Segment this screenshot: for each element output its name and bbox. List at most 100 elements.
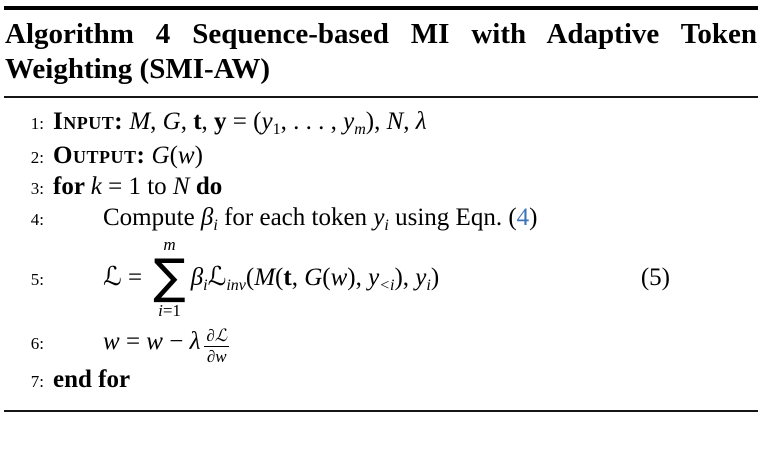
sum-index: i — [158, 301, 163, 320]
algorithm-line: 1: Input: M, G, t, y = (y1, . . . , ym), … — [18, 108, 758, 139]
text-fragment: y — [343, 108, 355, 135]
text-fragment: 1 — [272, 121, 281, 138]
text-fragment: y — [373, 204, 385, 231]
text-fragment: = 1 to — [101, 173, 173, 200]
text-fragment: Compute — [103, 204, 201, 231]
text-fragment: Output: — [53, 142, 146, 169]
eqn-ref-link[interactable]: 4 — [516, 204, 530, 231]
text-fragment: ) — [430, 264, 440, 292]
text-fragment: ), — [347, 264, 369, 292]
algorithm-caption-line1: Algorithm 4 Sequence-based MI with Adapt… — [5, 18, 757, 50]
fraction-numerator: ∂ℒ — [204, 326, 230, 347]
line-number: 4: — [30, 210, 44, 229]
algorithm-box: Algorithm 4 Sequence-based MI with Adapt… — [0, 6, 762, 454]
fraction-denominator: ∂w — [206, 346, 227, 366]
text-fragment: ( — [169, 142, 178, 169]
text-fragment: m — [354, 121, 366, 138]
text-fragment: <i — [379, 277, 395, 295]
text-fragment: y — [415, 264, 427, 292]
algorithm-caption-line2: Weighting (SMI-AW) — [5, 53, 271, 85]
line-number: 3: — [30, 179, 44, 198]
line-content: w = w − λ∂ℒ∂w — [103, 324, 230, 366]
text-fragment: for each token — [217, 204, 374, 231]
text-fragment: ), — [394, 264, 416, 292]
text-fragment: y — [368, 264, 380, 292]
text-fragment: = — [119, 328, 147, 356]
text-fragment: using Eqn. ( — [388, 204, 517, 231]
text-fragment: M — [254, 264, 276, 292]
line-number: 7: — [30, 371, 44, 391]
algorithm-line: 7: end for — [18, 366, 758, 394]
line-number: 1: — [30, 114, 44, 133]
text-fragment: ( — [322, 264, 331, 292]
algorithm-body: 1: Input: M, G, t, y = (y1, . . . , ym), … — [4, 98, 758, 394]
text-fragment: , — [291, 264, 305, 292]
text-fragment: i — [384, 217, 389, 234]
text-fragment: , — [180, 108, 194, 135]
text-fragment: N — [386, 108, 404, 135]
line-content: Output: G(w) — [53, 142, 203, 170]
text-fragment: y — [261, 108, 273, 135]
text-fragment: ) — [529, 204, 538, 231]
text-fragment: β — [200, 204, 214, 231]
text-fragment: t — [193, 108, 202, 135]
equation-number: (5) — [640, 264, 670, 292]
text-fragment: N — [172, 173, 190, 200]
algorithm-line: 3: for k = 1 to N do — [18, 173, 758, 201]
sum-upper-limit: m — [163, 235, 176, 254]
text-fragment: ℒ — [207, 262, 227, 293]
text-fragment: ) — [194, 142, 203, 169]
text-fragment: M — [129, 108, 151, 135]
sigma-symbol: ∑ — [153, 249, 186, 305]
text-fragment: i — [203, 277, 208, 295]
line-content: Compute βi for each token yi using Eqn. … — [103, 204, 537, 235]
text-fragment: for — [53, 173, 91, 200]
algorithm-line: 4:Compute βi for each token yi using Eqn… — [18, 204, 758, 235]
fraction: ∂ℒ∂w — [204, 326, 230, 366]
caption-rule — [4, 96, 758, 98]
text-fragment: λ — [415, 108, 427, 135]
text-fragment: = — [121, 264, 149, 292]
text-fragment: w — [146, 328, 163, 356]
algorithm-line: 6: w = w − λ∂ℒ∂w — [18, 324, 758, 366]
line-content: Input: M, G, t, y = (y1, . . . , ym), N,… — [53, 108, 427, 139]
text-fragment: w — [103, 328, 120, 356]
text-fragment: ( — [245, 264, 255, 292]
text-fragment: w — [330, 264, 348, 292]
text-fragment: ℒ — [103, 262, 122, 293]
text-fragment: i — [426, 277, 431, 295]
text-fragment: , — [150, 108, 163, 135]
text-fragment: β — [190, 264, 204, 292]
text-fragment: ), — [365, 108, 387, 135]
line-number: 2: — [30, 148, 44, 167]
bottom-rule — [4, 409, 758, 412]
text-fragment: − — [162, 328, 190, 356]
text-fragment: k — [90, 173, 102, 200]
text-fragment: λ — [189, 328, 201, 356]
text-fragment: do — [189, 173, 223, 200]
line-content: end for — [53, 366, 130, 394]
top-rule — [4, 6, 758, 10]
text-fragment: i — [213, 217, 218, 234]
text-fragment: G — [162, 108, 181, 135]
text-fragment: = ( — [226, 108, 262, 135]
algorithm-caption: Algorithm 4 Sequence-based MI with Adapt… — [4, 10, 758, 93]
sum-index-value: =1 — [162, 301, 181, 320]
text-fragment: Input: — [53, 108, 124, 135]
text-fragment: t — [283, 264, 292, 292]
text-fragment: inv — [226, 277, 246, 295]
text-fragment: , — [403, 108, 416, 135]
summation: m∑i=1 — [153, 236, 185, 319]
text-fragment: , . . . , — [280, 108, 344, 135]
text-fragment: ( — [275, 264, 284, 292]
sum-lower-limit: i=1 — [158, 302, 181, 319]
line-content: for k = 1 to N do — [53, 173, 222, 201]
text-fragment: G — [151, 142, 170, 169]
text-fragment: w — [177, 142, 195, 169]
text-fragment: y — [214, 108, 227, 135]
line-number: 5: — [30, 270, 44, 290]
text-fragment: end for — [53, 365, 131, 393]
line-number: 6: — [30, 334, 44, 354]
